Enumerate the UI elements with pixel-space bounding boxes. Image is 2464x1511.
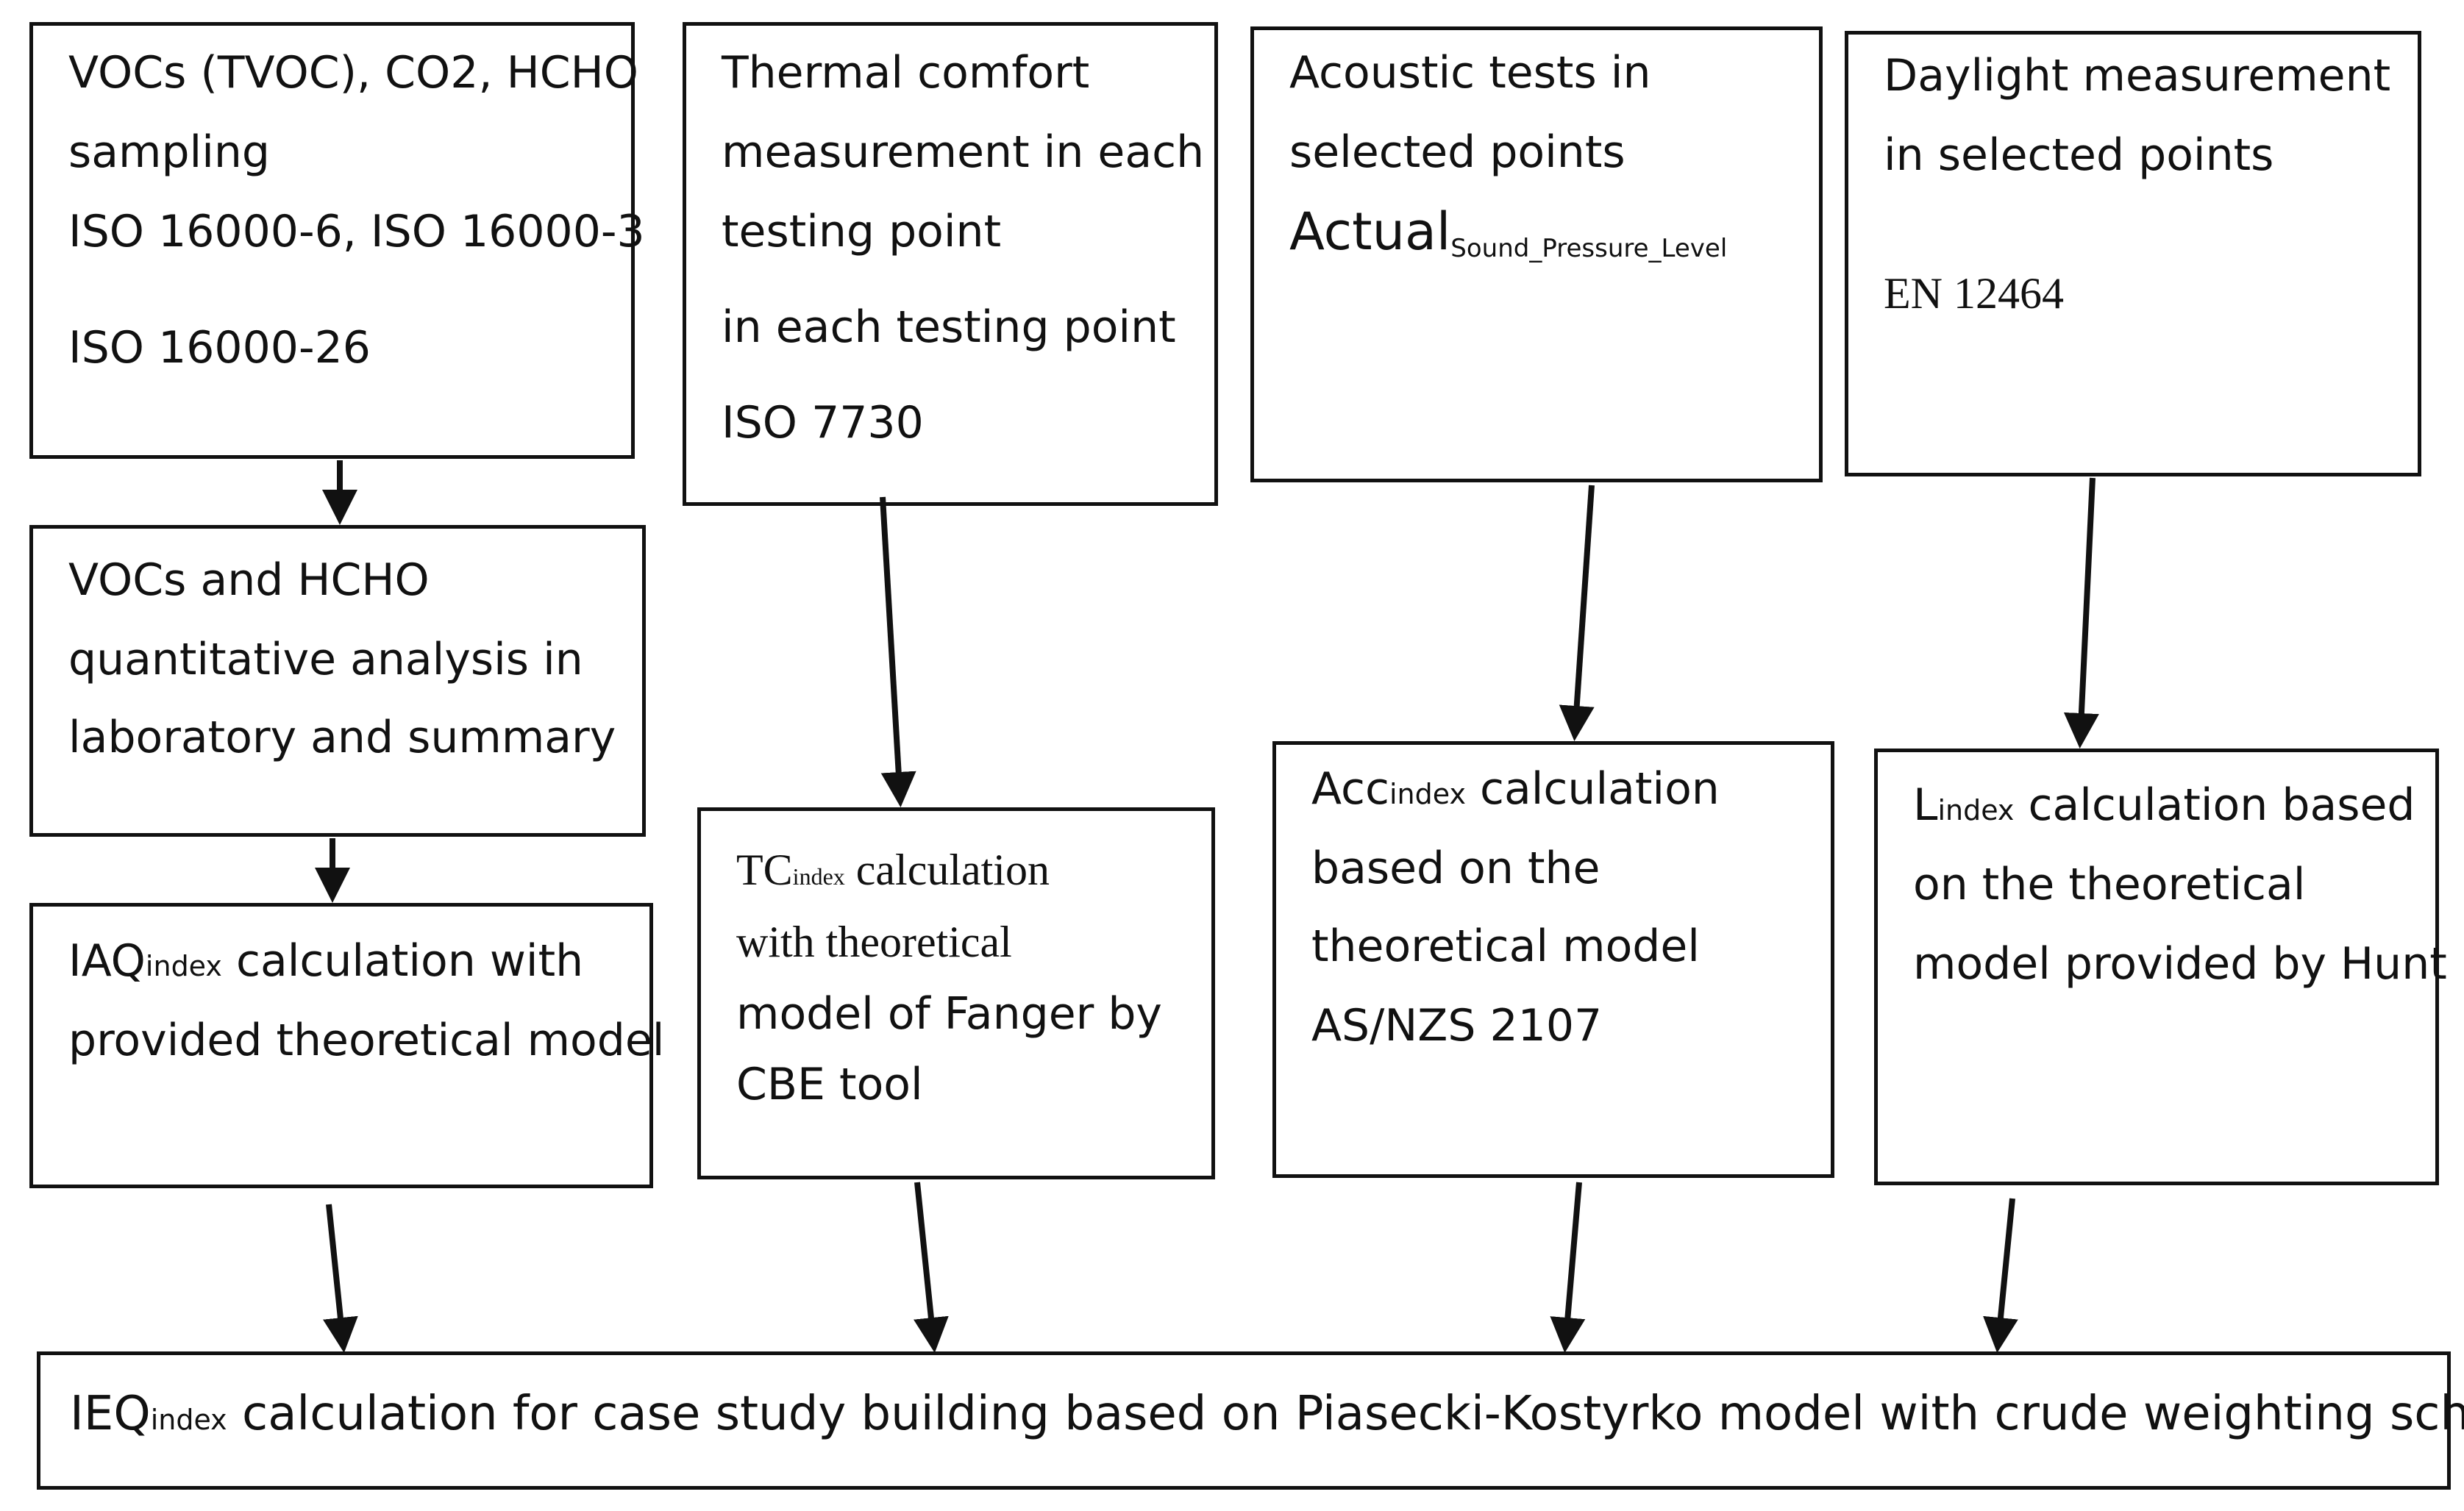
vocs-sampling-box: VOCs (TVOC), CO2, HCHO sampling ISO 1600… <box>29 22 645 459</box>
l-calc-line2: on the theoretical <box>1913 859 2306 910</box>
arrow-acoustic-to-acc <box>1559 485 1595 741</box>
acc-calc-rest: calculation <box>1465 763 1720 815</box>
iaq-subscript: index <box>145 950 222 982</box>
daylight-line3: EN 12464 <box>1884 269 2064 318</box>
l-calc-rest: calculation based <box>2014 779 2415 831</box>
l-calc-box: Lindex calculation based on the theoreti… <box>1874 749 2447 1185</box>
ieq-calc-box: IEQindex calculation for case study buil… <box>37 1351 2464 1490</box>
arrow-l-to-ieq <box>1983 1198 2018 1353</box>
acoustic-line3: ActualSound_Pressure_Level <box>1289 192 1727 288</box>
l-calc-line1: Lindex calculation based <box>1913 765 2415 850</box>
ieq-subscript: index <box>150 1404 227 1436</box>
acc-calc-line4: AS/NZS 2107 <box>1311 1000 1603 1051</box>
vocs-analysis-line3: laboratory and summary <box>68 712 616 763</box>
iaq-calc-rest: calculation with <box>221 935 584 987</box>
thermal-line1: Thermal comfort <box>722 47 1090 99</box>
thermal-measurement-box: Thermal comfort measurement in each test… <box>683 22 1218 506</box>
tc-label: TC <box>736 846 793 894</box>
thermal-line4: in each testing point <box>722 301 1176 353</box>
vocs-sampling-line3: ISO 16000-6, ISO 16000-3 <box>68 206 645 257</box>
daylight-measurement-box: Daylight measurement in selected points … <box>1845 31 2421 476</box>
arrow-iaq-to-ieq <box>323 1204 358 1353</box>
vocs-analysis-line2: quantitative analysis in <box>68 634 583 685</box>
acc-calc-line3: theoretical model <box>1311 921 1700 972</box>
acoustic-line1: Acoustic tests in <box>1289 47 1651 99</box>
vocs-analysis-line1: VOCs and HCHO <box>68 554 430 606</box>
arrow-acc-to-ieq <box>1550 1182 1586 1353</box>
vocs-sampling-line2: sampling <box>68 126 271 178</box>
acc-label: Acc <box>1311 763 1389 815</box>
daylight-line2: in selected points <box>1884 129 2274 181</box>
l-label: L <box>1913 779 1938 831</box>
iaq-calc-box: IAQindex calculation with provided theor… <box>29 903 664 1188</box>
vocs-sampling-line4: ISO 16000-26 <box>68 322 371 374</box>
l-calc-line3: model provided by Hunt <box>1913 938 2447 990</box>
thermal-line3: testing point <box>722 206 1002 257</box>
iaq-label: IAQ <box>68 935 146 987</box>
acc-calc-box: Accindex calculation based on the theore… <box>1272 741 1834 1178</box>
acc-calc-line2: based on the <box>1311 843 1600 894</box>
tc-calc-rest: calculation <box>844 846 1050 894</box>
arrow-daylight-to-l <box>2063 477 2099 749</box>
thermal-line2: measurement in each <box>722 126 1205 178</box>
tc-subscript: index <box>792 863 845 890</box>
l-subscript: index <box>1937 794 2015 826</box>
acc-subscript: index <box>1389 778 1466 810</box>
arrow-thermal-to-tc <box>880 496 916 807</box>
tc-calc-line1: TCindex calculation <box>736 830 1050 916</box>
tc-calc-line2: with theoretical <box>736 918 1012 966</box>
daylight-line1: Daylight measurement <box>1884 50 2391 101</box>
acc-calc-line1: Accindex calculation <box>1311 749 1720 834</box>
ieq-calc-rest: calculation for case study building base… <box>227 1387 2464 1441</box>
tc-calc-line4: CBE tool <box>736 1059 923 1110</box>
vocs-sampling-line1: VOCs (TVOC), CO2, HCHO <box>68 47 638 99</box>
thermal-line5: ISO 7730 <box>722 397 924 449</box>
ieq-calc-line: IEQindex calculation for case study buil… <box>70 1374 2464 1460</box>
iaq-calc-line1: IAQindex calculation with <box>68 921 583 1006</box>
vocs-analysis-box: VOCs and HCHO quantitative analysis in l… <box>29 525 646 837</box>
spl-subscript: Sound_Pressure_Level <box>1450 234 1728 263</box>
tc-calc-line3: model of Fanger by <box>736 988 1162 1040</box>
arrow-tc-to-ieq <box>914 1182 949 1353</box>
acoustic-line2: selected points <box>1289 126 1626 178</box>
ieq-label: IEQ <box>70 1387 151 1441</box>
acoustic-tests-box: Acoustic tests in selected points Actual… <box>1250 26 1823 482</box>
iaq-calc-line2: provided theoretical model <box>68 1015 665 1066</box>
actual-label: Actual <box>1289 201 1451 262</box>
tc-calc-box: TCindex calculation with theoretical mod… <box>697 807 1215 1179</box>
